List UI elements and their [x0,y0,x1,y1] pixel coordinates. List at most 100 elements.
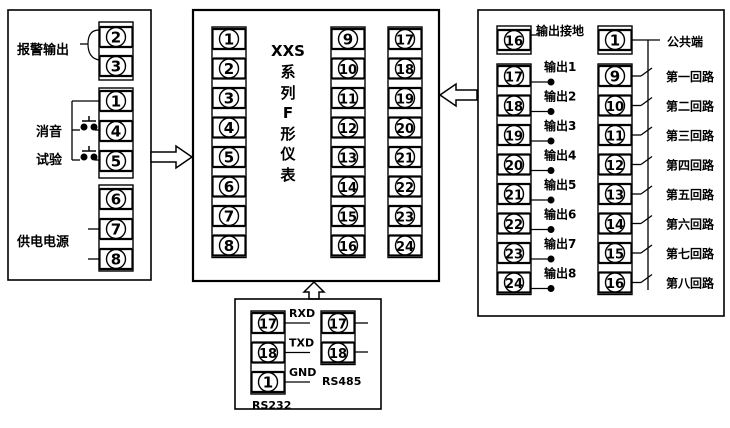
output-label: 输出5 [544,177,576,192]
meter-col3-18: 18 [388,57,422,80]
meter-col1-1: 1 [212,27,246,51]
terminal-circle [257,342,279,363]
output-17: 17 [497,64,531,88]
meter-col1-7: 7 [212,204,246,228]
output-dot [547,285,555,292]
loop-switch [640,185,653,195]
terminal-circle [327,342,349,363]
meter-col2-11: 11 [331,86,365,110]
terminal-circle [337,235,359,256]
terminal-number: 5 [224,149,234,167]
terminal-number: 16 [339,240,357,255]
terminal-number: 20 [505,159,523,174]
output-strip [496,63,532,296]
meter-col2-13: 13 [331,145,365,169]
terminal-number: 2 [224,60,234,78]
terminal-circle [604,95,626,116]
meter-col3-24: 24 [388,234,422,257]
output-dot [547,255,555,263]
terminal-circle [105,188,127,210]
switch-contact [90,153,98,161]
terminal-circle [105,90,127,112]
output-label: 输出1 [544,59,576,74]
bottom-panel-frame [234,298,382,410]
terminal-number: 6 [224,178,234,196]
terminal-circle [105,26,127,48]
loop-label: 第一回路 [666,69,715,84]
meter-col1-2: 2 [212,57,246,80]
meter-col3-17: 17 [388,27,422,51]
meter-col2-12: 12 [331,116,365,139]
terminal-number: 18 [505,100,523,115]
terminal-number: 13 [606,189,624,204]
meter-col1-3: 3 [212,86,246,110]
terminal-circle [394,176,416,197]
power-terminal-8: 8 [99,247,133,271]
terminal-circle [218,28,240,50]
terminal-number: 3 [111,58,121,76]
terminal-number: 7 [111,221,121,239]
output-23: 23 [497,241,531,265]
output-dot [547,226,555,233]
alarm-bracket [87,29,100,61]
terminal-circle [218,146,240,168]
terminal-circle [503,154,525,175]
meter-col2-14: 14 [331,175,365,198]
control-terminal-5: 5 [99,149,133,173]
rs232-signal: TXD [289,337,314,350]
output-label: 输出6 [544,207,576,222]
terminal-number: 1 [610,32,620,50]
loop-12: 12 [598,153,632,176]
terminal-circle [394,28,416,50]
loop-label: 第三回路 [666,128,715,143]
switch-contact [80,153,88,161]
meter-title-char: 形 [280,125,295,143]
terminal-number: 5 [111,153,121,171]
output-label: 输出7 [544,236,576,251]
terminal-circle [337,58,359,79]
terminal-circle [604,213,626,234]
terminal-number: 18 [329,347,347,362]
terminal-number: 17 [259,318,277,333]
meter-col2-16: 16 [331,234,365,257]
terminal-number: 8 [111,251,121,269]
power-supply-label: 供电电源 [16,234,69,250]
bottom-to-center-arrow [302,280,326,300]
alarm-strip [98,21,134,81]
meter-col1-6: 6 [212,175,246,198]
meter-title-char: 仪 [279,145,296,163]
terminal-number: 1 [263,374,273,392]
loop-15: 15 [598,241,632,265]
control-strip [98,87,134,179]
common-terminal: 1 [598,28,632,52]
alarm-terminal-2: 2 [99,25,133,49]
meter-col1-strip [211,26,247,259]
power-terminal-7: 7 [99,217,133,241]
terminal-number: 2 [111,29,121,47]
terminal-number: 16 [606,277,624,292]
meter-col1-8: 8 [212,234,246,257]
terminal-circle [604,154,626,175]
terminal-number: 11 [606,130,624,145]
terminal-number: 1 [111,93,121,111]
right-panel-frame [477,9,725,317]
left-panel-frame [7,9,152,281]
meter-col3-20: 20 [388,116,422,139]
terminal-number: 10 [339,63,357,78]
terminal-circle [503,213,525,234]
output-20: 20 [497,153,531,176]
terminal-circle [105,150,127,172]
meter-col3-strip [387,26,423,259]
meter-title-char: XXS [271,42,305,60]
terminal-number: 8 [224,237,234,255]
rs485-17: 17 [321,311,355,335]
loop-9: 9 [598,64,632,88]
output-22: 22 [497,212,531,235]
terminal-number: 13 [339,152,357,167]
terminal-number: 4 [224,119,234,137]
output-21: 21 [497,182,531,206]
right-to-center-arrow [438,82,478,108]
left-to-center-arrow [150,144,194,170]
terminal-number: 6 [111,191,121,209]
terminal-number: 21 [505,189,523,204]
